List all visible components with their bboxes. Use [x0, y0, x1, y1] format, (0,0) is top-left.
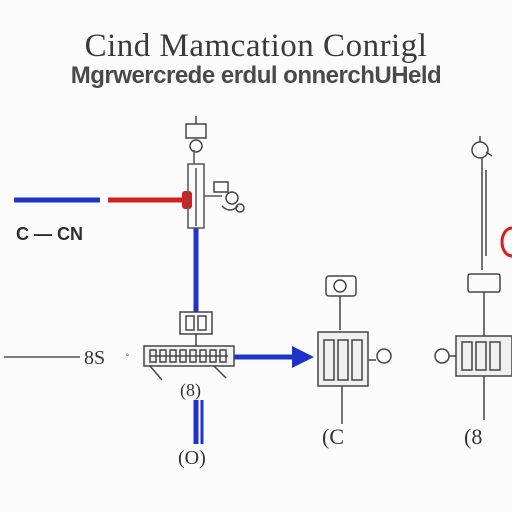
center-manifold — [143, 311, 235, 381]
middle-controller-top-icon — [325, 275, 357, 330]
tiny-mark: ˚ — [126, 353, 129, 365]
right-valve-top-icon — [471, 136, 493, 270]
diagram-subtitle: Mgrwercrede erdul onnerchUHeld — [70, 62, 442, 89]
lower-center-mark: (8) — [180, 380, 201, 401]
middle-bottom-mark: (C — [322, 424, 344, 449]
left-label: C — CN — [16, 224, 83, 244]
red-arc-right — [500, 226, 512, 258]
center-valve-top-icon — [185, 116, 207, 153]
center-side-gauge-icon — [213, 181, 245, 213]
red-pipe-cap — [182, 191, 192, 209]
diagram-title: Cind Mamcation Conrigl — [84, 28, 428, 64]
center-column — [187, 150, 222, 229]
right-controller-body — [434, 273, 512, 420]
blue-arrow-head — [292, 346, 314, 368]
right-bottom-mark: (8 — [464, 424, 482, 449]
left-end-mark: 8S — [84, 347, 105, 369]
bottom-center-mark: (O) — [178, 447, 206, 469]
middle-controller-body — [317, 331, 392, 424]
